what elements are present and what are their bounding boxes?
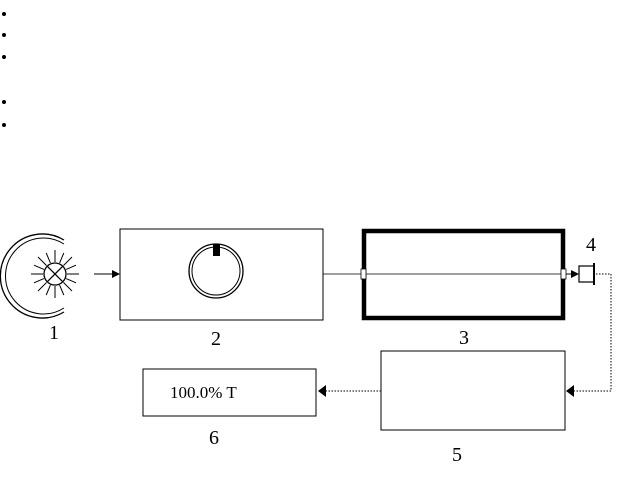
- readout-text: 100.0% T: [170, 383, 237, 402]
- cell-window-right: [560, 268, 567, 280]
- bullet-3: [2, 55, 6, 59]
- label-monochromator: 2: [211, 328, 221, 350]
- detector-icon: [578, 263, 595, 285]
- grating-wheel-icon: [188, 243, 244, 299]
- label-detector: 4: [586, 234, 596, 256]
- label-processor: 5: [452, 444, 462, 466]
- sample-cell-box: [361, 228, 566, 321]
- bullet-2: [2, 33, 6, 37]
- monochromator-box: [119, 228, 324, 321]
- signal-line-detector: [567, 273, 612, 392]
- processor-box: [380, 350, 566, 431]
- label-readout: 6: [209, 427, 219, 449]
- label-source: 1: [49, 322, 59, 344]
- bullet-1: [2, 12, 6, 16]
- readout-box: [142, 368, 317, 417]
- label-sample-cell: 3: [459, 327, 469, 349]
- cell-window-left: [360, 268, 367, 280]
- bullet-5: [2, 123, 6, 127]
- bullet-4: [2, 100, 6, 104]
- light-source-icon: [0, 233, 79, 319]
